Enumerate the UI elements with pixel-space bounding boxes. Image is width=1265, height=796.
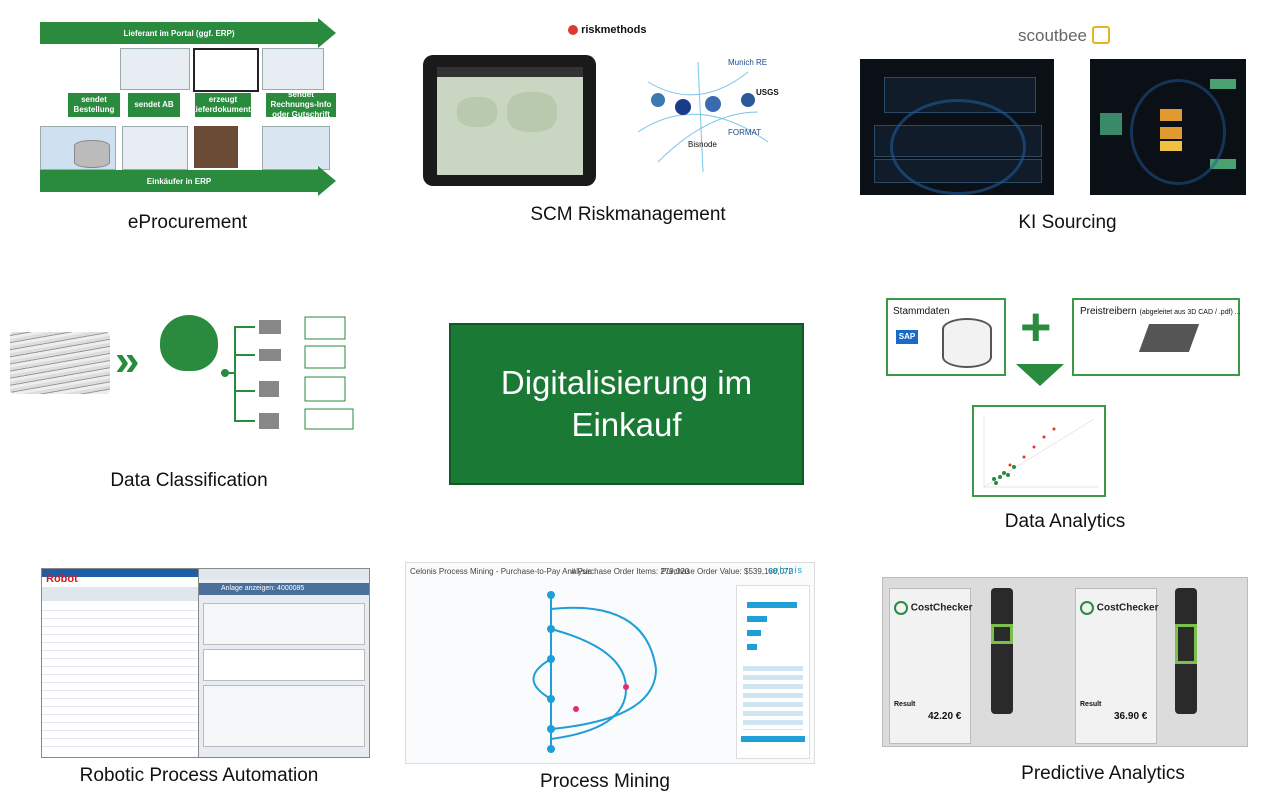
result-label-2: Result [1080,701,1102,708]
buyer-erp-arrow: Einkäufer in ERP [40,170,318,192]
org-usgs: USGS [756,88,779,97]
erp-screenshot-3 [262,126,330,170]
mining-title: Celonis Process Mining - Purchase-to-Pay… [410,567,592,576]
center-title-box: Digitalisierung im Einkauf [449,323,804,485]
robot-label: Robot [46,573,78,585]
caption-analytics: Data Analytics [1004,511,1126,532]
center-title-line2: Einkauf [571,406,682,443]
erp-screenshot-2 [122,126,188,170]
costchecker-label-2: CostChecker [1096,602,1159,614]
tablet-map [437,67,583,175]
scoutbee-logo: scoutbee [1018,26,1110,46]
price-2: 36.90 € [1114,711,1148,722]
costchecker-panel-2: CostChecker Result 36.90 € [1075,588,1159,744]
supplier-portal-label: Lieferant im Portal (ggf. ERP) [123,28,235,38]
caption-classification: Data Classification [110,470,268,491]
mining-items: # Purchase Order Items: 279,020 [571,567,690,576]
price-1: 42.20 € [928,711,962,722]
costchecker-label-1: CostChecker [910,602,973,614]
costchecker-icon-2 [1080,601,1094,615]
sap-logo: SAP [896,330,918,344]
box-sendet-ab: sendet AB [128,93,180,117]
preistreibern-panel: Preistreibern (abgeleitet aus 3D CAD / .… [1072,298,1241,376]
org-format: FORMAT [728,128,762,137]
org-bisnode: Bisnode [688,140,717,149]
process-graph [532,591,658,753]
supplier-portal-arrow: Lieferant im Portal (ggf. ERP) [40,22,318,44]
portal-screenshot-1 [120,48,190,90]
scanner-photo [194,126,238,168]
caption-rpa: Robotic Process Automation [79,765,319,786]
portal-screenshot-3 [262,48,324,90]
stammdaten-panel: Stammdaten SAP [886,298,1006,376]
bracket-part-1 [991,588,1013,714]
portal-screenshot-2 [193,48,259,92]
mining-value: Purchase Order Value: $539,180,072 [661,567,793,576]
box-rechnungs-info: sendet Rechnungs-Info oder Gutschrift [266,90,336,119]
caption-predictive: Predictive Analytics [1021,763,1185,784]
rpa-sap-window: Anlage anzeigen: 4000085 [198,568,370,758]
plus-icon: + [1020,297,1052,357]
caption-mining: Process Mining [540,771,670,792]
result-label-1: Result [894,701,916,708]
honeycomb-icon [1091,26,1110,44]
riskmethods-icon [568,25,578,36]
arrow-head-top [318,18,336,48]
database-icon [74,140,110,168]
ki-dashboard-left [860,59,1054,195]
master-data-database-icon [942,318,992,368]
costchecker-icon [894,601,908,615]
double-chevron-icon: » [115,336,140,385]
riskmethods-logo: riskmethods [568,24,646,36]
network-graph [637,61,769,173]
mining-sidebar [736,585,810,759]
caption-eprocurement: eProcurement [127,212,248,233]
buyer-erp-label: Einkäufer in ERP [146,176,212,186]
center-title-line1: Digitalisierung im [500,364,753,401]
sap-window-title: Anlage anzeigen: 4000085 [199,583,369,595]
process-mining-window: Celonis Process Mining - Purchase-to-Pay… [405,562,815,764]
costchecker-panel-1: CostChecker Result 42.20 € [889,588,973,744]
eprocurement-image: Lieferant im Portal (ggf. ERP) sendet Be… [40,18,336,196]
highlight-slot-2 [1175,624,1197,664]
bracket-part-2 [1175,588,1197,714]
celonis-logo: celonis [768,565,804,575]
arrow-head-bottom [318,166,336,196]
box-sendet-bestellung: sendet Bestellung [68,93,120,117]
rpa-excel-window: Robot [41,568,199,758]
tablet-image [423,55,596,186]
caption-scm: SCM Riskmanagement [530,204,726,225]
paper-stack-image [10,332,110,394]
scatter-plot [983,417,1099,488]
preistreibern-label: Preistreibern [1080,306,1137,317]
brain-icon [160,315,218,371]
chevron-down-icon [1016,364,1064,386]
risk-network-image: Munich RE USGS FORMAT Bisnode [628,52,779,182]
scatter-plot-panel [972,405,1106,497]
stammdaten-label: Stammdaten [893,306,950,317]
org-munich-re: Munich RE [728,58,768,67]
ki-dashboard-right [1090,59,1246,195]
predictive-screenshot: CostChecker Result 42.20 € CostChecker R… [882,577,1248,747]
preistreibern-note: (abgeleitet aus 3D CAD / .pdf) ... [1139,309,1241,316]
caption-ki: KI Sourcing [1018,212,1117,233]
box-lieferdokumente: erzeugt Lieferdokumente [191,93,255,117]
classification-tree [221,316,354,430]
highlight-slot-1 [991,624,1013,644]
cad-part-image [1138,324,1200,352]
